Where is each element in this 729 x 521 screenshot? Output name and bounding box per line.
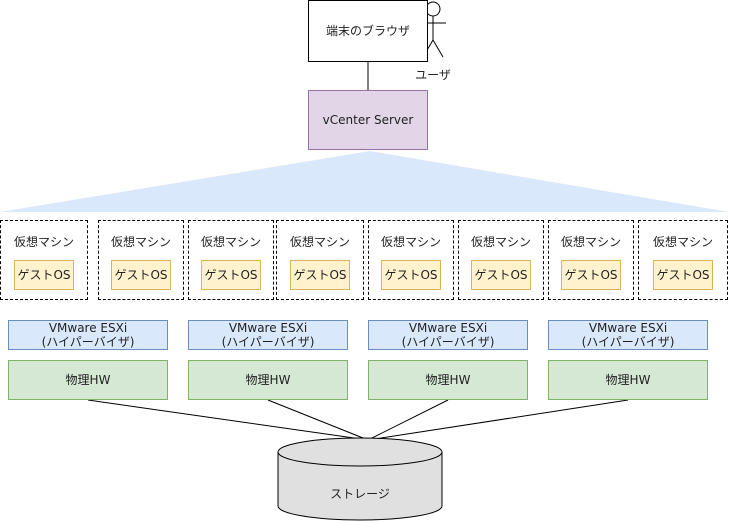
storage-cylinder [277, 437, 443, 521]
guest-os-label: ゲストOS [656, 267, 710, 282]
virtual-machine-label: 仮想マシン [652, 235, 713, 249]
user-label: ユーザ [415, 68, 451, 82]
guest-os-label: ゲストOS [564, 267, 618, 282]
guest-os-box: ゲストOS [111, 260, 171, 290]
guest-os-box: ゲストOS [201, 260, 261, 290]
esxi-line1: VMware ESXi [588, 321, 668, 335]
browser-box: 端末のブラウザ [308, 0, 428, 62]
physical-hw-label: 物理HW [605, 372, 651, 387]
esxi-line1: VMware ESXi [48, 321, 128, 335]
physical-hw-label: 物理HW [245, 372, 291, 387]
hw-storage-connector-2 [267, 399, 369, 441]
esxi-line2: (ハイパーバイザ) [221, 335, 315, 349]
physical-hw-label: 物理HW [65, 372, 111, 387]
esxi-hypervisor-box: VMware ESXi(ハイパーバイザ) [368, 320, 528, 350]
esxi-hypervisor-box: VMware ESXi(ハイパーバイザ) [8, 320, 168, 350]
storage-label: ストレージ [330, 487, 390, 501]
guest-os-box: ゲストOS [381, 260, 441, 290]
esxi-line2: (ハイパーバイザ) [581, 335, 675, 349]
vcenter-label: vCenter Server [322, 112, 414, 127]
guest-os-label: ゲストOS [204, 267, 258, 282]
guest-os-box: ゲストOS [471, 260, 531, 290]
guest-os-box: ゲストOS [14, 260, 74, 290]
guest-os-label: ゲストOS [474, 267, 528, 282]
esxi-hypervisor-box: VMware ESXi(ハイパーバイザ) [548, 320, 708, 350]
hw-storage-connector-1 [87, 399, 369, 441]
vcenter-fan [0, 151, 729, 212]
esxi-line2: (ハイパーバイザ) [41, 335, 135, 349]
physical-hw-box: 物理HW [188, 360, 348, 400]
guest-os-label: ゲストOS [384, 267, 438, 282]
virtual-machine-label: 仮想マシン [380, 235, 441, 249]
hw-storage-connector-4 [367, 399, 629, 441]
virtual-machine-label: 仮想マシン [289, 235, 350, 249]
esxi-hypervisor-box: VMware ESXi(ハイパーバイザ) [188, 320, 348, 350]
vcenter-server-box: vCenter Server [308, 90, 428, 150]
physical-hw-box: 物理HW [548, 360, 708, 400]
physical-hw-box: 物理HW [8, 360, 168, 400]
esxi-line2: (ハイパーバイザ) [401, 335, 495, 349]
virtual-machine-label: 仮想マシン [110, 235, 171, 249]
physical-hw-label: 物理HW [425, 372, 471, 387]
guest-os-label: ゲストOS [17, 267, 71, 282]
guest-os-label: ゲストOS [293, 267, 347, 282]
guest-os-box: ゲストOS [561, 260, 621, 290]
guest-os-label: ゲストOS [114, 267, 168, 282]
esxi-line1: VMware ESXi [408, 321, 488, 335]
virtual-machine-label: 仮想マシン [470, 235, 531, 249]
hw-storage-connector-3 [367, 399, 449, 441]
guest-os-box: ゲストOS [653, 260, 713, 290]
browser-label: 端末のブラウザ [325, 23, 410, 38]
virtual-machine-label: 仮想マシン [13, 235, 74, 249]
guest-os-box: ゲストOS [290, 260, 350, 290]
virtual-machine-label: 仮想マシン [200, 235, 261, 249]
physical-hw-box: 物理HW [368, 360, 528, 400]
virtual-machine-label: 仮想マシン [560, 235, 621, 249]
esxi-line1: VMware ESXi [228, 321, 308, 335]
